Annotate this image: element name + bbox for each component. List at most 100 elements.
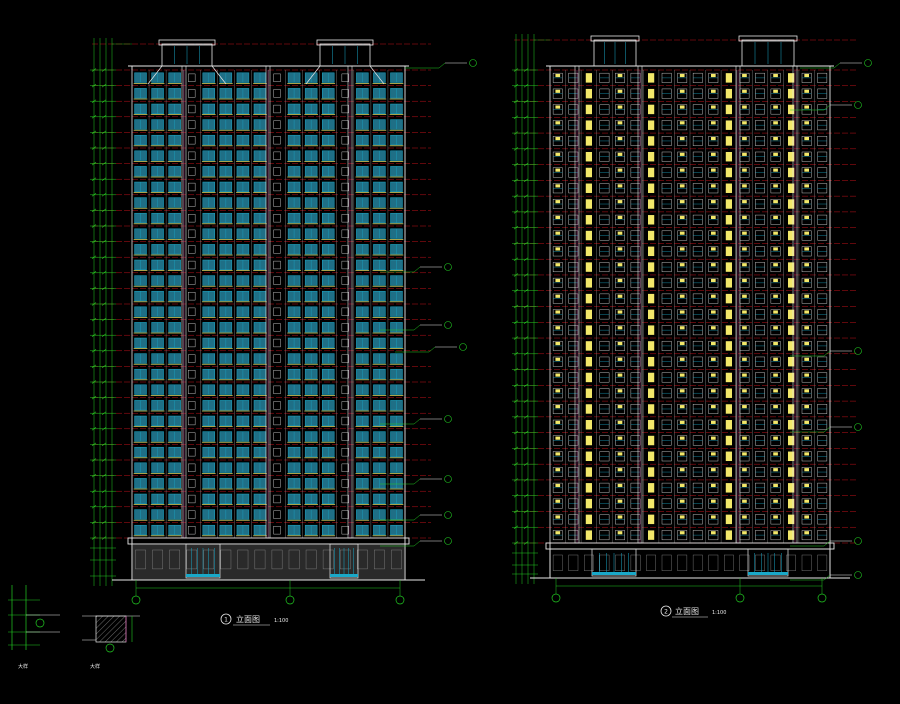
window-light xyxy=(679,105,685,109)
dimension-tick xyxy=(91,177,97,181)
window-light xyxy=(773,215,778,219)
entrance-step xyxy=(748,572,788,575)
core-window xyxy=(188,104,196,114)
core-window xyxy=(188,214,196,223)
dimension-tick xyxy=(101,317,107,322)
core-window xyxy=(725,530,732,540)
core-window xyxy=(188,510,196,519)
core-window xyxy=(725,246,732,257)
core-window xyxy=(341,479,349,488)
core-window xyxy=(788,88,795,99)
window-light xyxy=(711,326,716,330)
core-window xyxy=(585,120,592,130)
callout-bubble xyxy=(444,475,452,483)
core-window xyxy=(585,199,592,209)
window-light xyxy=(773,531,778,535)
core-window xyxy=(585,388,592,398)
dimension-tick xyxy=(91,349,97,353)
core-window xyxy=(273,214,281,223)
callout-leader xyxy=(428,346,436,353)
dimension-tick xyxy=(523,178,529,183)
podium-opening xyxy=(288,549,300,570)
window-light xyxy=(617,184,623,188)
window-light xyxy=(617,483,623,488)
dimension-tick xyxy=(101,161,107,166)
core-window xyxy=(273,401,281,410)
window-light xyxy=(742,499,747,503)
window-light xyxy=(804,200,809,204)
core-window xyxy=(273,510,281,519)
callout-leader xyxy=(833,62,841,69)
window-light xyxy=(711,247,716,251)
window-light xyxy=(711,483,716,488)
core-window xyxy=(188,245,196,254)
callout-leader xyxy=(413,418,421,425)
core-window xyxy=(788,230,795,241)
dimension-tick xyxy=(513,478,519,482)
core-window xyxy=(725,278,732,288)
core-window xyxy=(273,276,281,285)
callout-leader xyxy=(413,540,421,547)
core-window xyxy=(648,278,655,288)
window-light xyxy=(679,152,685,156)
dimension-tick xyxy=(101,255,107,259)
core-window xyxy=(788,120,795,130)
core-window xyxy=(585,325,592,335)
title-bubble xyxy=(220,613,232,625)
core-window xyxy=(341,260,349,270)
title-number: 2 xyxy=(664,609,668,616)
core-window xyxy=(188,182,196,192)
roof-brace xyxy=(211,65,227,85)
window-light xyxy=(773,405,778,409)
window-light xyxy=(679,373,685,377)
podium-opening xyxy=(254,549,266,570)
core-window xyxy=(648,167,655,178)
podium-opening xyxy=(322,549,334,570)
core-window xyxy=(188,494,196,504)
podium-opening xyxy=(786,554,796,571)
core-window xyxy=(585,73,592,83)
dimension-tick xyxy=(513,288,519,293)
core-window xyxy=(725,199,732,209)
window-light xyxy=(679,531,685,535)
roof-tower xyxy=(161,43,213,67)
core-window xyxy=(725,73,732,83)
window-light xyxy=(742,452,747,456)
entrance xyxy=(747,548,789,577)
window-light xyxy=(617,231,623,235)
dimension-tick xyxy=(91,271,97,275)
dimension-tick xyxy=(101,380,107,384)
podium-opening xyxy=(339,549,351,570)
window-light xyxy=(773,389,778,393)
core-window xyxy=(341,323,349,332)
window-light xyxy=(555,499,561,503)
core-window xyxy=(648,151,655,162)
roof-brace xyxy=(369,65,385,85)
core-window xyxy=(273,182,281,192)
window-light xyxy=(742,294,747,298)
podium-opening xyxy=(552,554,563,571)
window-light xyxy=(617,531,623,535)
window-light xyxy=(711,436,716,440)
window-light xyxy=(555,73,561,78)
dimension-tick xyxy=(91,427,97,431)
core-window xyxy=(273,229,281,238)
window-light xyxy=(679,405,685,409)
core-window xyxy=(788,483,795,493)
dimension-tick xyxy=(101,489,107,493)
window-light xyxy=(804,405,809,409)
dimension-tick xyxy=(523,493,529,498)
core-window xyxy=(648,530,655,540)
callout-bubble xyxy=(854,537,862,545)
window-light xyxy=(711,121,716,125)
core-window xyxy=(725,404,732,414)
window-light xyxy=(617,215,623,219)
dimension-tick xyxy=(101,473,107,478)
window-light xyxy=(617,105,623,109)
dimension-tick xyxy=(513,162,519,167)
facade-right xyxy=(546,65,834,579)
window-light xyxy=(742,389,747,393)
window-light xyxy=(555,294,561,298)
callout-leader xyxy=(413,324,421,331)
callout-leader xyxy=(413,514,421,521)
